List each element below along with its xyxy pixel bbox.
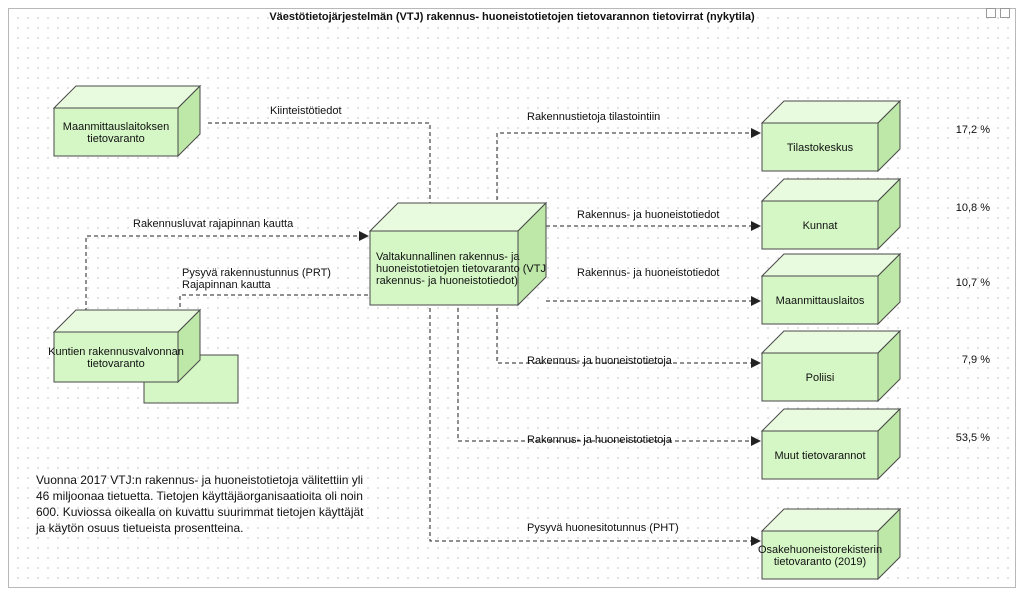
link-label-consumer: Rakennus- ja huoneistotietoja [527, 434, 673, 446]
node-tilastokeskus-front [761, 122, 879, 172]
close-icon[interactable] [1000, 8, 1010, 18]
link-to-muut[interactable] [457, 308, 761, 446]
node-municipal-source-label: Kuntien rakennusvalvonnan [48, 346, 184, 358]
usage-share: 10,8 % [956, 202, 990, 214]
usage-share: 17,2 % [956, 124, 990, 136]
usage-share: 10,7 % [956, 277, 990, 289]
link-label-consumer: Rakennustietoja tilastointiin [527, 111, 660, 123]
node-muut-tietovarannot-label: Muut tietovarannot [774, 450, 865, 462]
link-label-rakennusluvat: Rakennusluvat rajapinnan kautta [133, 218, 294, 230]
node-muut-tietovarannot[interactable]: Muut tietovarannot [760, 407, 902, 481]
node-central-vtj-front [369, 230, 519, 306]
link-kiinteistotiedot[interactable] [208, 122, 435, 215]
node-maanmittauslaitos-source-label: tietovaranto [87, 133, 144, 145]
node-maanmittauslaitos-label: Maanmittauslaitos [776, 295, 865, 307]
link-rakennusluvat[interactable] [85, 231, 369, 326]
node-tilastokeskus-top [760, 100, 902, 124]
link-label-consumer: Rakennus- ja huoneistotietoja [527, 355, 673, 367]
node-osakehuoneistorekisteri-label: Osakehuoneistorekisterin [758, 544, 882, 556]
node-municipal-source-label: tietovaranto [87, 358, 144, 370]
diagram-title: Väestötietojärjestelmän (VTJ) rakennus- … [269, 11, 755, 23]
link-label-consumer: Rakennus- ja huoneistotiedot [577, 267, 719, 279]
usage-share: 7,9 % [962, 354, 990, 366]
node-osakehuoneistorekisteri-label: tietovaranto (2019) [774, 556, 866, 568]
node-central-vtj-top [368, 202, 548, 232]
minimize-icon[interactable] [986, 8, 996, 18]
node-maanmittauslaitos-source-top [52, 85, 202, 109]
node-municipal-source-top [52, 309, 202, 333]
node-poliisi-label: Poliisi [806, 372, 835, 384]
node-muut-tietovarannot-front [761, 430, 879, 480]
node-central-vtj-label: rakennus- ja huoneistotiedot) [376, 275, 518, 287]
link-label-prt: Rajapinnan kautta [182, 279, 272, 291]
link-to-osakehuoneisto[interactable] [429, 308, 761, 546]
node-maanmittauslaitos-source-front [53, 107, 179, 157]
node-osakehuoneistorekisteri-front [761, 530, 879, 580]
node-muut-tietovarannot-top [760, 408, 902, 432]
node-poliisi-top [760, 330, 902, 354]
node-osakehuoneistorekisteri-top [760, 508, 902, 532]
node-central-vtj-label: huoneistotietojen tietovaranto (VTJ [376, 263, 546, 275]
link-label-prt: Pysyvä rakennustunnus (PRT) [182, 267, 331, 279]
node-maanmittauslaitos-top [760, 253, 902, 277]
node-central-vtj-label: Valtakunnallinen rakennus- ja [376, 251, 520, 263]
node-tilastokeskus-label: Tilastokeskus [787, 142, 854, 154]
link-prt[interactable] [175, 294, 368, 326]
node-central-vtj[interactable]: Valtakunnallinen rakennus- jahuoneistoti… [368, 201, 548, 307]
usage-note: Vuonna 2017 VTJ:n rakennus- ja huoneisto… [36, 473, 364, 535]
node-maanmittauslaitos-source-label: Maanmittauslaitoksen [63, 121, 169, 133]
link-label-consumer: Rakennus- ja huoneistotiedot [577, 209, 719, 221]
link-label-kiinteistotiedot: Kiinteistötiedot [270, 105, 342, 117]
node-poliisi-front [761, 352, 879, 402]
node-poliisi[interactable]: Poliisi [760, 329, 902, 403]
node-kunnat-top [760, 178, 902, 202]
node-kunnat[interactable]: Kunnat [760, 177, 902, 251]
node-tilastokeskus[interactable]: Tilastokeskus [760, 99, 902, 173]
usage-share: 53,5 % [956, 432, 990, 444]
node-kunnat-front [761, 200, 879, 250]
node-kunnat-label: Kunnat [803, 220, 838, 232]
node-maanmittauslaitos-front [761, 275, 879, 325]
node-maanmittauslaitos[interactable]: Maanmittauslaitos [760, 252, 902, 326]
link-to-tilastokeskus[interactable] [496, 128, 761, 214]
node-municipal-source-front [53, 331, 179, 383]
link-label-consumer: Pysyvä huonesitotunnus (PHT) [527, 522, 679, 534]
